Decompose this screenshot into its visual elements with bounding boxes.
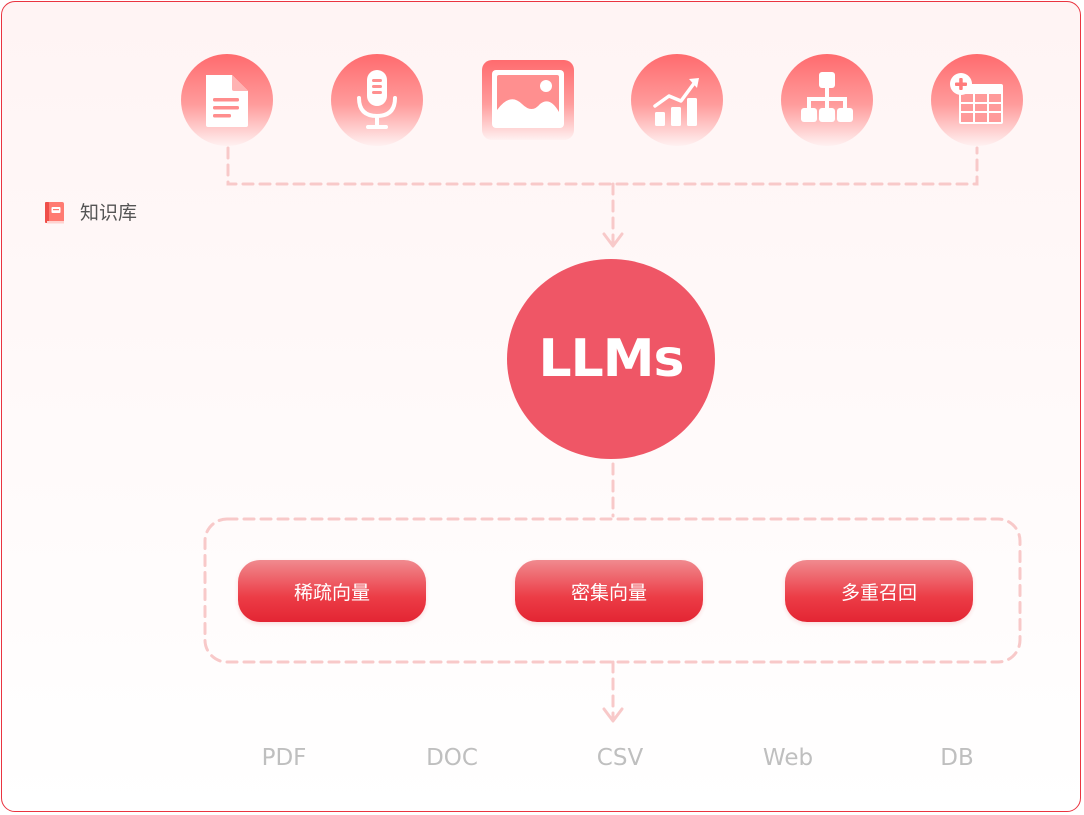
method-sparse-vector: 稀疏向量 (238, 560, 426, 622)
method-label: 多重召回 (840, 581, 917, 604)
method-multi-recall: 多重召回 (785, 560, 973, 622)
method-label: 密集向量 (570, 581, 647, 604)
method-dense-vector: 密集向量 (515, 560, 703, 622)
format-csv: CSV (596, 745, 644, 771)
knowledge-base: 知识库 (42, 198, 137, 225)
table-add-icon (931, 54, 1023, 146)
hierarchy-icon (781, 54, 873, 146)
format-web: Web (762, 745, 814, 771)
format-db: DB (940, 745, 974, 771)
book-icon (45, 201, 64, 223)
format-pdf: PDF (261, 745, 307, 771)
llm-label: LLMs (538, 329, 685, 389)
document-icon (181, 54, 273, 146)
llm-node: LLMs (507, 259, 715, 459)
knowledge-base-label: 知识库 (80, 202, 138, 224)
image-icon (482, 60, 574, 140)
microphone-icon (331, 54, 423, 146)
method-label: 稀疏向量 (293, 581, 370, 604)
chart-icon (631, 54, 723, 146)
format-doc: DOC (426, 745, 478, 771)
